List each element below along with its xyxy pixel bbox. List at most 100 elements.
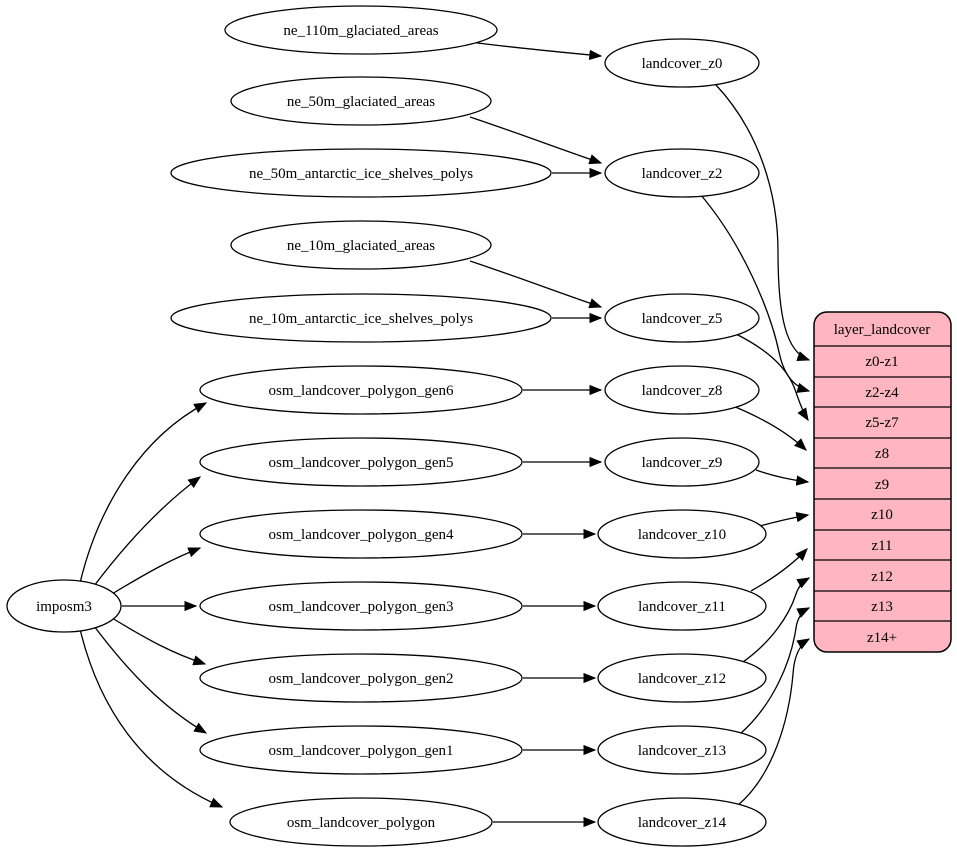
node-landcover-z0: landcover_z0 [604, 38, 760, 88]
landcover-z5-ellipse [604, 293, 760, 343]
layer-table-row-z10: z10 [871, 507, 893, 523]
landcover-z2-ellipse [604, 148, 760, 198]
osm-landcover-polygon-ellipse [229, 797, 493, 847]
node-landcover-z5: landcover_z5 [604, 293, 760, 343]
ne-50m-glaciated-areas-ellipse [230, 76, 492, 126]
edge-imposm3-to-osm-landcover-polygon-gen5 [93, 476, 202, 587]
osm-landcover-polygon-gen1-label: osm_landcover_polygon_gen1 [269, 743, 454, 759]
landcover-z8-label: landcover_z8 [642, 383, 723, 399]
osm-landcover-polygon-gen1-ellipse [199, 725, 523, 775]
osm-landcover-polygon-gen2-label: osm_landcover_polygon_gen2 [269, 671, 454, 687]
edge-ne-50m-glaciated-areas-to-landcover-z2 [469, 116, 603, 165]
row-label: z11 [871, 538, 892, 554]
node-ne-50m-glaciated-areas: ne_50m_glaciated_areas [230, 76, 492, 126]
edge-landcover-z14-to-row-z14plus [736, 638, 811, 807]
landcover-z10-label: landcover_z10 [638, 527, 726, 543]
landcover-z9-ellipse [604, 437, 760, 487]
layer-table-title: layer_landcover [834, 322, 931, 338]
osm-landcover-polygon-gen3-ellipse [199, 581, 523, 631]
ne-10m-glaciated-areas-ellipse [230, 220, 492, 270]
edge-landcover-z12-to-row-z12 [742, 577, 811, 663]
layer-table-row-z11: z11 [871, 538, 892, 554]
node-osm-landcover-polygon-gen6: osm_landcover_polygon_gen6 [199, 365, 523, 415]
landcover-z0-label: landcover_z0 [642, 56, 723, 72]
edge-imposm3-to-osm-landcover-polygon [79, 628, 224, 808]
landcover-z12-label: landcover_z12 [638, 671, 726, 687]
row-label: z5-z7 [865, 415, 899, 431]
landcover-z14-ellipse [597, 797, 767, 847]
landcover-z14-label: landcover_z14 [638, 815, 727, 831]
node-osm-landcover-polygon-gen2: osm_landcover_polygon_gen2 [199, 653, 523, 703]
node-osm-landcover-polygon-gen4: osm_landcover_polygon_gen4 [199, 509, 523, 559]
layer-table-row-z5-z7: z5-z7 [865, 415, 899, 431]
node-ne-110m-glaciated-areas: ne_110m_glaciated_areas [224, 5, 498, 55]
edge-imposm3-to-osm-landcover-polygon-gen1 [93, 625, 208, 734]
edge-layer [79, 41, 811, 828]
row-label: z2-z4 [865, 385, 899, 401]
landcover-z8-ellipse [604, 365, 760, 415]
landcover-z5-label: landcover_z5 [642, 311, 723, 327]
landcover-z0-ellipse [604, 38, 760, 88]
landcover-z10-ellipse [597, 509, 767, 559]
osm-landcover-polygon-gen3-label: osm_landcover_polygon_gen3 [269, 599, 454, 615]
node-landcover-z10: landcover_z10 [597, 509, 767, 559]
landcover-z11-ellipse [597, 581, 767, 631]
edge-landcover-z11-to-row-z11 [750, 548, 808, 592]
edge-landcover-z9-to-row-z9 [755, 469, 810, 486]
landcover-z12-ellipse [597, 653, 767, 703]
node-landcover-z12: landcover_z12 [597, 653, 767, 703]
imposm3-ellipse [6, 579, 122, 633]
ne-10m-glaciated-areas-label: ne_10m_glaciated_areas [287, 238, 435, 254]
node-landcover-z13: landcover_z13 [597, 725, 767, 775]
node-ne-10m-antarctic-ice-shelves-polys: ne_10m_antarctic_ice_shelves_polys [170, 293, 552, 343]
layer-table-row-z14plus: z14+ [867, 630, 897, 646]
row-label: z12 [871, 569, 893, 585]
edge-ne-110m-glaciated-areas-to-landcover-z0 [469, 41, 603, 61]
layer-table-row-z13: z13 [871, 599, 893, 615]
layer-landcover-table: layer_landcover z0-z1 z2-z4 z5-z7 z8 z9 … [813, 311, 952, 653]
edge-imposm3-to-osm-landcover-polygon-gen6 [79, 402, 208, 584]
edge-landcover-z8-to-row-z8 [732, 405, 807, 451]
row-label: z13 [871, 599, 893, 615]
osm-landcover-polygon-gen5-label: osm_landcover_polygon_gen5 [269, 455, 454, 471]
node-imposm3: imposm3 [6, 579, 122, 633]
ne-10m-antarctic-ice-shelves-polys-label: ne_10m_antarctic_ice_shelves_polys [249, 311, 473, 327]
edge-landcover-z10-to-row-z10 [759, 512, 810, 527]
row-label: z10 [871, 507, 893, 523]
osm-landcover-polygon-gen2-ellipse [199, 653, 523, 703]
ne-110m-glaciated-areas-ellipse [224, 5, 498, 55]
edge-ne-10m-glaciated-areas-to-landcover-z5 [469, 260, 603, 309]
layer-table-row-z2-z4: z2-z4 [865, 385, 899, 401]
landcover-z11-label: landcover_z11 [638, 599, 726, 615]
node-landcover-z11: landcover_z11 [597, 581, 767, 631]
ne-110m-glaciated-areas-label: ne_110m_glaciated_areas [283, 23, 438, 39]
node-osm-landcover-polygon-gen3: osm_landcover_polygon_gen3 [199, 581, 523, 631]
landcover-z13-ellipse [597, 725, 767, 775]
layer-table-row-z0-z1: z0-z1 [865, 354, 898, 370]
ne-50m-antarctic-ice-shelves-polys-label: ne_50m_antarctic_ice_shelves_polys [249, 166, 473, 182]
edge-landcover-z2-to-row-z2-z4 [699, 193, 811, 393]
osm-landcover-polygon-gen5-ellipse [199, 437, 523, 487]
node-landcover-z2: landcover_z2 [604, 148, 760, 198]
ne-10m-antarctic-ice-shelves-polys-ellipse [170, 293, 552, 343]
edge-imposm3-to-osm-landcover-polygon-gen4 [111, 547, 202, 595]
edge-imposm3-to-osm-landcover-polygon-gen2 [111, 617, 207, 666]
osm-landcover-polygon-gen6-label: osm_landcover_polygon_gen6 [269, 383, 454, 399]
osm-landcover-polygon-gen4-label: osm_landcover_polygon_gen4 [269, 527, 454, 543]
edge-landcover-z0-to-row-z0-z1 [715, 84, 811, 362]
layer-table-frame [813, 311, 952, 653]
osm-landcover-polygon-gen4-ellipse [199, 509, 523, 559]
node-landcover-z14: landcover_z14 [597, 797, 767, 847]
edge-landcover-z5-to-row-z5-z7 [735, 333, 809, 422]
layer-table-row-z8: z8 [875, 446, 889, 462]
node-ne-10m-glaciated-areas: ne_10m_glaciated_areas [230, 220, 492, 270]
landcover-z2-label: landcover_z2 [642, 166, 723, 182]
row-label: z14+ [867, 630, 897, 646]
row-label: z9 [875, 477, 889, 493]
ne-50m-glaciated-areas-label: ne_50m_glaciated_areas [287, 94, 435, 110]
layer-table-row-z12: z12 [871, 569, 893, 585]
node-osm-landcover-polygon-gen5: osm_landcover_polygon_gen5 [199, 437, 523, 487]
edge-landcover-z13-to-row-z13 [739, 607, 811, 735]
imposm3-label: imposm3 [36, 599, 92, 615]
